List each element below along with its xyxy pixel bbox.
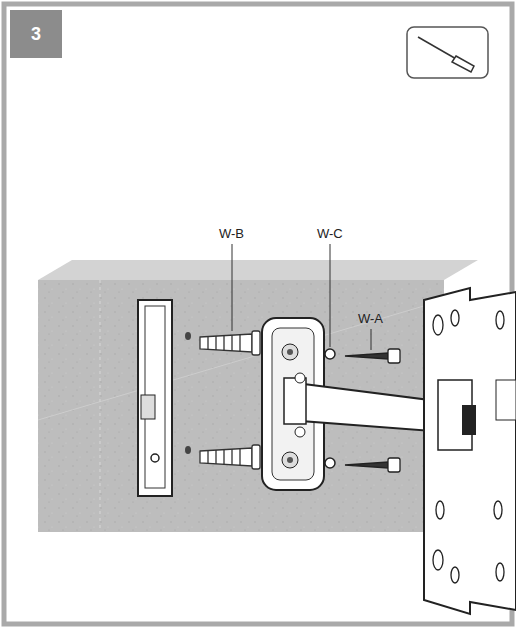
step-number: 3	[31, 24, 41, 45]
screw	[345, 349, 400, 472]
washer	[325, 458, 335, 468]
drill-hole	[185, 332, 191, 340]
screwdriver-icon	[452, 56, 474, 72]
part-label: W-B	[219, 226, 244, 241]
wall-top	[38, 260, 478, 280]
drill-hole	[185, 446, 191, 454]
tool-icon-box	[407, 27, 488, 78]
tv-bracket	[424, 288, 516, 614]
step-tab: 3	[10, 10, 62, 58]
washer	[325, 349, 335, 359]
spirit-level	[138, 300, 172, 496]
arm	[288, 382, 445, 432]
part-label: W-A	[358, 311, 383, 326]
part-label: W-C	[317, 226, 343, 241]
leader-line	[232, 244, 371, 350]
wall-anchor	[200, 331, 260, 469]
wall	[38, 280, 444, 532]
